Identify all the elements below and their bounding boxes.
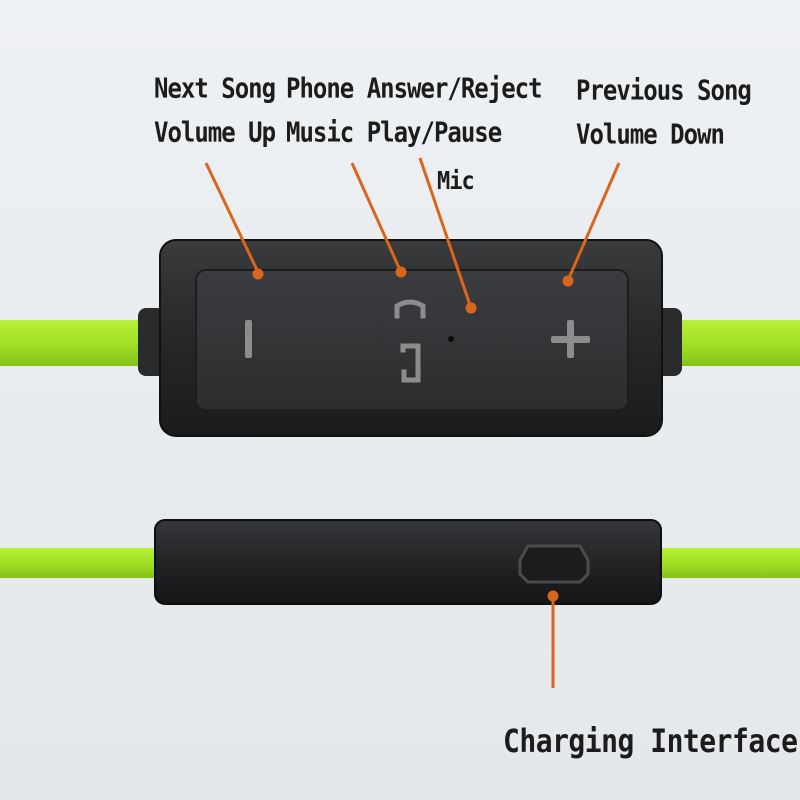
label-charging-interface: Charging Interface [503,722,798,760]
remote-face-panel [195,269,629,411]
minus-icon[interactable] [245,320,252,358]
leader-phone [350,162,402,271]
label-volume-up: Volume Up [154,116,276,149]
phone-icon[interactable] [394,299,426,383]
label-next-song: Next Song [154,72,276,105]
leader-next-song [204,162,260,273]
charging-port [518,544,590,584]
remote-front-view [0,239,800,437]
cable-left [0,320,150,366]
leader-previous-song [567,162,621,279]
label-mic: Mic [437,167,475,196]
cable-right [668,320,800,366]
leader-lines [204,157,621,688]
leader-mic [418,157,472,306]
label-phone-answer-reject: Phone Answer/Reject [286,72,543,105]
cable-left-side [0,548,170,578]
mic-hole [448,336,454,342]
plus-icon[interactable] [551,320,590,358]
label-music-play-pause: Music Play/Pause [286,116,502,149]
cable-right-side [650,548,800,578]
remote-side-view [0,519,800,605]
label-previous-song: Previous Song [576,74,752,107]
label-volume-down: Volume Down [576,118,725,151]
